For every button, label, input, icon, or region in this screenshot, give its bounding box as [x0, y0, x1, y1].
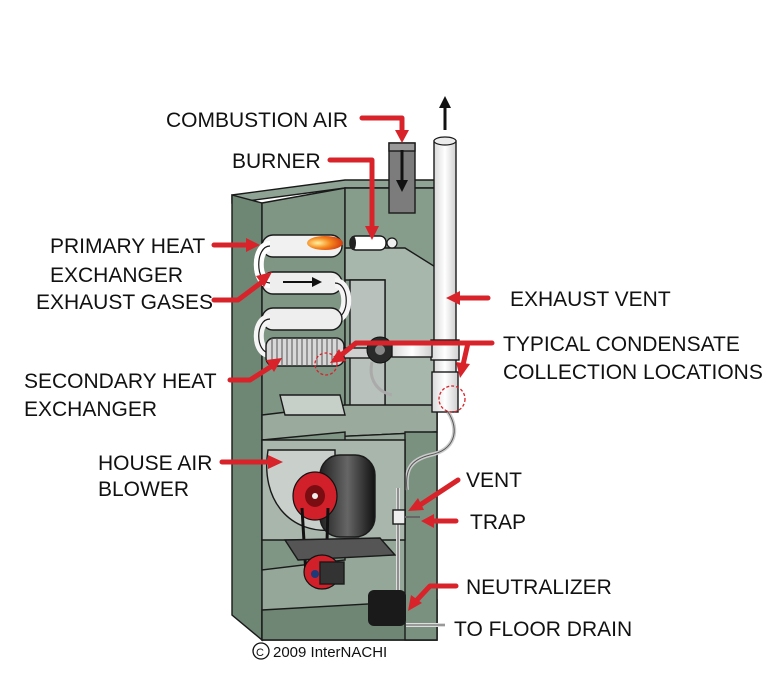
label-trap: TRAP	[470, 511, 526, 534]
label-condensate-line2: COLLECTION LOCATIONS	[503, 361, 763, 384]
label-exhaust-gases: EXHAUST GASES	[36, 291, 213, 314]
label-secondary-heat-exchanger-line1: SECONDARY HEAT	[24, 370, 217, 393]
label-primary-heat-exchanger-line2: EXCHANGER	[50, 264, 183, 287]
label-secondary-heat-exchanger-line2: EXCHANGER	[24, 398, 157, 421]
label-house-air-blower-line1: HOUSE AIR	[98, 452, 212, 475]
copyright-c-glyph: C	[256, 647, 264, 659]
house-air-blower	[261, 439, 406, 590]
label-to-floor-drain: TO FLOOR DRAIN	[454, 618, 632, 641]
copyright-text: 2009 InterNACHI	[273, 644, 387, 661]
condensate-trap	[392, 488, 420, 600]
label-vent: VENT	[466, 469, 522, 492]
label-house-air-blower-line2: BLOWER	[98, 478, 189, 501]
pointer-arrows	[211, 115, 495, 611]
combustion-air-intake	[388, 142, 416, 214]
label-combustion-air: COMBUSTION AIR	[166, 109, 348, 132]
burner-assembly	[349, 235, 398, 251]
label-condensate-line1: TYPICAL CONDENSATE	[503, 333, 740, 356]
label-neutralizer: NEUTRALIZER	[466, 576, 612, 599]
neutralizer-box	[368, 590, 445, 627]
copyright-icon	[252, 642, 270, 660]
label-exhaust-vent: EXHAUST VENT	[510, 288, 671, 311]
label-primary-heat-exchanger-line1: PRIMARY HEAT	[50, 235, 205, 258]
label-burner: BURNER	[232, 150, 321, 173]
